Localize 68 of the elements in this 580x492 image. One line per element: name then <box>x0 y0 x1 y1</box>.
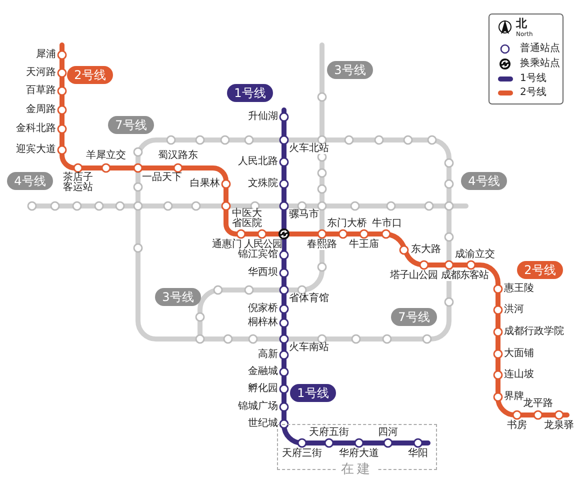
legend-label: 换乘站点 <box>520 59 560 69</box>
station-label: 东门大桥 <box>327 219 367 229</box>
station-label: 龙平路 <box>523 399 553 409</box>
station-label: 大面铺 <box>504 349 534 359</box>
station-label: 人民北路 <box>238 157 278 167</box>
legend-label: 1号线 <box>520 74 546 84</box>
station-label: 犀浦 <box>36 50 56 60</box>
station-label: 华阳 <box>408 449 428 459</box>
station-label: 高新 <box>258 350 278 360</box>
station-label: 锦城广场 <box>238 402 278 412</box>
station-label: 中医大省医院 <box>232 209 262 229</box>
line-badge: 1号线 <box>227 84 273 102</box>
legend-label: 2号线 <box>520 88 546 98</box>
station-label: 百草路 <box>26 86 56 96</box>
station-label: 华府大道 <box>339 449 379 459</box>
station-label: 省体育馆 <box>289 294 329 304</box>
station-label: 锦江宾馆 <box>238 250 278 260</box>
line-badge: 2号线 <box>517 261 563 279</box>
line-badge: 3号线 <box>155 288 201 306</box>
station-label: 四河 <box>378 428 398 438</box>
station-label: 牛市口 <box>372 219 402 229</box>
station-label: 天府五街 <box>309 428 349 438</box>
station-label: 惠王陵 <box>504 284 534 294</box>
station-label: 升仙湖 <box>248 112 278 122</box>
line-badge: 2号线 <box>67 66 113 84</box>
station-label: 人民公园 <box>244 240 282 250</box>
station-label: 白果林 <box>190 179 220 189</box>
line-badge: 1号线 <box>290 384 336 402</box>
station-label: 通惠门 <box>212 240 242 250</box>
station-label: 成都行政学院 <box>504 327 564 337</box>
line-badge: 4号线 <box>7 172 53 190</box>
station-label: 世纪城 <box>248 419 278 429</box>
station-label: 天河路 <box>26 68 56 78</box>
station-label: 书房 <box>507 421 527 431</box>
line-badge: 4号线 <box>461 172 507 190</box>
station-label: 天府三街 <box>282 449 322 459</box>
station-label: 火车北站 <box>289 144 329 154</box>
station-label: 一品天下 <box>142 173 182 183</box>
station-label: 文殊院 <box>248 179 278 189</box>
station-label: 塔子山公园 <box>390 271 438 281</box>
line-badge: 7号线 <box>391 308 437 326</box>
station-label: 界牌 <box>504 392 524 402</box>
station-label: 金融城 <box>248 367 278 377</box>
station-label: 桐梓林 <box>248 318 278 328</box>
station-label: 迎宾大道 <box>16 145 56 155</box>
station-label: 洪河 <box>504 305 524 315</box>
station-label: 成都东客站 <box>441 271 488 281</box>
station-label: 茶店子客运站 <box>63 173 93 193</box>
station-label: 龙泉驿 <box>544 421 574 431</box>
station-label: 羊犀立交 <box>86 151 126 161</box>
station-label: 火车南站 <box>289 343 329 353</box>
station-label: 连山坡 <box>504 370 534 380</box>
station-label: 骡马市 <box>289 210 319 220</box>
line-badge: 3号线 <box>327 61 373 79</box>
station-label: 华西坝 <box>248 268 278 278</box>
legend-label: 普通站点 <box>520 44 560 54</box>
station-label: 成渝立交 <box>455 250 495 260</box>
station-label: 牛王庙 <box>349 240 379 250</box>
station-label: 东大路 <box>411 245 441 255</box>
station-label: 春熙路 <box>307 240 337 250</box>
station-label: 倪家桥 <box>248 304 278 314</box>
station-label: 金科北路 <box>16 124 56 134</box>
line-badge: 7号线 <box>108 116 154 134</box>
station-label: 金周路 <box>26 105 56 115</box>
construction-label: 在建 <box>337 462 377 478</box>
station-label: 孵化园 <box>248 384 278 394</box>
compass-label: 北 <box>516 19 527 29</box>
station-label: 蜀汉路东 <box>158 151 198 161</box>
